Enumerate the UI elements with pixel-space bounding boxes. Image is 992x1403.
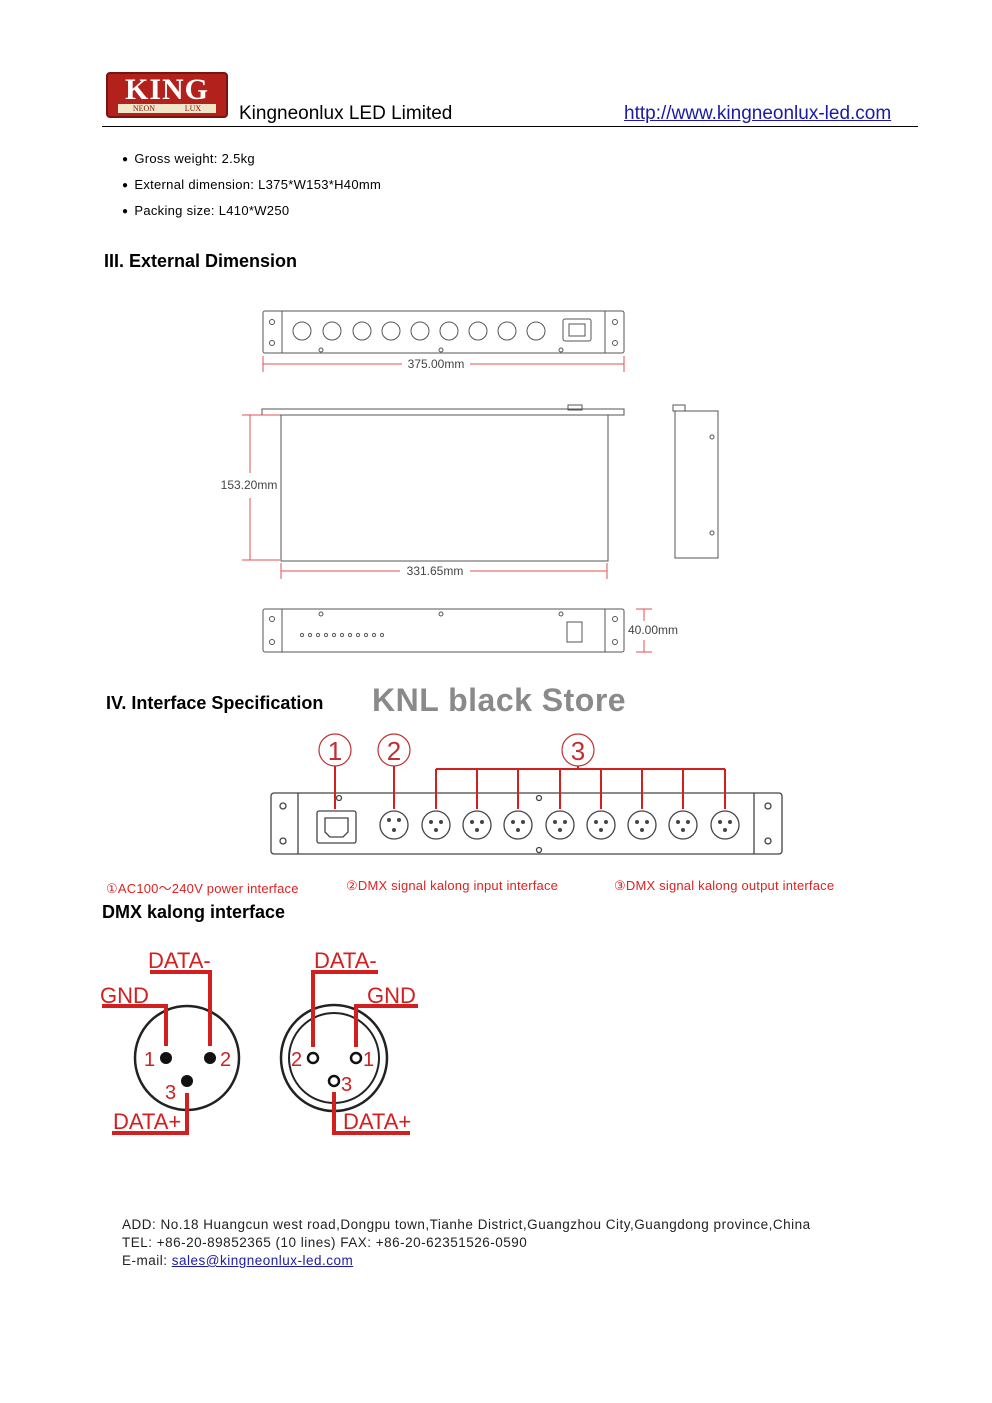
footer-address: ADD: No.18 Huangcun west road,Dongpu tow… — [122, 1217, 811, 1232]
dim-height-label: 40.00mm — [628, 623, 678, 637]
male-pin-2: 2 — [220, 1049, 231, 1071]
website-link[interactable]: http://www.kingneonlux-led.com — [624, 103, 892, 124]
male-data-minus: DATA- — [148, 948, 211, 973]
dim-length-label: 375.00mm — [408, 357, 465, 371]
dim-width-label: 153.20mm — [221, 478, 278, 492]
caption-dmx-output: ③DMX signal kalong output interface — [614, 878, 835, 893]
spec-external-dimension: External dimension: L375*W153*H40mm — [122, 176, 381, 202]
male-pin-1: 1 — [144, 1049, 155, 1071]
marker-1: 1 — [328, 736, 342, 766]
female-data-minus: DATA- — [314, 948, 377, 973]
dmx-interface-title: DMX kalong interface — [102, 902, 286, 922]
spec-packing-size: Packing size: L410*W250 — [122, 202, 381, 228]
marker-3: 3 — [571, 736, 585, 766]
spec-list: Gross weight: 2.5kg External dimension: … — [122, 150, 381, 228]
store-watermark: KNL black Store — [372, 682, 627, 718]
footer-phone: TEL: +86-20-89852365 (10 lines) FAX: +86… — [122, 1235, 528, 1250]
logo-sub-right: LUX — [184, 104, 202, 113]
interface-drawing: 1 2 3 — [270, 733, 783, 855]
company-logo: KING NEON LUX — [106, 72, 228, 118]
dim-inner-label: 331.65mm — [407, 564, 464, 578]
rear-panel-drawing — [262, 608, 625, 653]
spec-gross-weight: Gross weight: 2.5kg — [122, 150, 381, 176]
marker-2: 2 — [387, 736, 401, 766]
logo-sub-left: NEON — [132, 104, 156, 113]
dmx-female-connector: DATA- GND DATA+ 2 1 3 — [279, 948, 418, 1135]
top-view-drawing — [261, 404, 625, 562]
footer-email-link[interactable]: sales@kingneonlux-led.com — [171, 1253, 354, 1268]
company-name: Kingneonlux LED Limited — [239, 103, 453, 124]
male-pin-3: 3 — [165, 1082, 176, 1104]
female-gnd: GND — [367, 983, 416, 1008]
logo-sub: NEON LUX — [118, 104, 216, 113]
footer-email-label: E-mail: — [122, 1253, 172, 1268]
caption-dmx-input: ②DMX signal kalong input interface — [346, 878, 559, 893]
female-pin-2: 2 — [291, 1049, 302, 1071]
logo-word: KING — [124, 73, 209, 106]
section-interface-title: IV. Interface Specification — [106, 693, 324, 713]
caption-power-interface: ①AC100～240V power interface — [106, 881, 299, 896]
female-pin-3: 3 — [341, 1074, 352, 1096]
footer-email-line: E-mail: sales@kingneonlux-led.com — [122, 1252, 811, 1270]
female-pin-1: 1 — [363, 1049, 374, 1071]
male-gnd: GND — [100, 983, 149, 1008]
dmx-male-connector: DATA- GND DATA+ 1 2 3 — [100, 948, 241, 1135]
male-data-plus: DATA+ — [113, 1109, 181, 1134]
side-view-drawing — [672, 404, 719, 559]
female-data-plus: DATA+ — [343, 1109, 411, 1134]
front-panel-drawing — [262, 310, 625, 354]
section-external-dimension-title: III. External Dimension — [104, 251, 298, 271]
header-divider — [102, 126, 918, 127]
footer-contact: ADD: No.18 Huangcun west road,Dongpu tow… — [122, 1216, 811, 1270]
